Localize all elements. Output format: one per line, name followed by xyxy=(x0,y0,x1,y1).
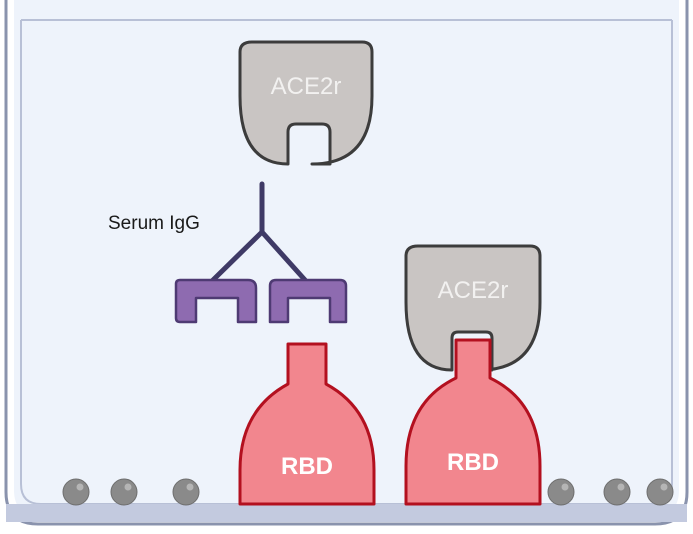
ace2r-shape-bound xyxy=(404,244,542,372)
bead-highlight xyxy=(124,483,132,491)
bead xyxy=(172,478,200,506)
well xyxy=(4,0,689,526)
igg-right-fab xyxy=(268,278,348,324)
bead xyxy=(547,478,575,506)
bead xyxy=(603,478,631,506)
bead-highlight xyxy=(186,483,194,491)
bead-highlight xyxy=(660,483,668,491)
rbd-label-right: RBD xyxy=(447,449,499,476)
rbd-shape-left xyxy=(238,342,376,506)
rbd-shape-right xyxy=(404,338,542,506)
bead xyxy=(110,478,138,506)
well-inner xyxy=(14,0,679,516)
rbd-left: RBD xyxy=(238,342,376,506)
bead xyxy=(62,478,90,506)
rbd-right: RBD xyxy=(404,338,542,506)
igg-left-arm xyxy=(210,229,265,283)
bead xyxy=(646,478,674,506)
igg-right-arm xyxy=(259,229,308,283)
serum-igg-antibody: Serum IgG xyxy=(108,181,348,324)
well-floor xyxy=(6,504,687,522)
beads xyxy=(62,478,674,506)
ace2r-shape-top xyxy=(238,40,374,166)
ace2r-receptor-top: ACE2r xyxy=(238,40,374,166)
bead-highlight xyxy=(76,483,84,491)
ace2r-label-bound: ACE2r xyxy=(438,277,509,304)
bead-highlight xyxy=(617,483,625,491)
bead-highlight xyxy=(561,483,569,491)
igg-left-fab xyxy=(174,278,258,324)
ace2r-label-top: ACE2r xyxy=(271,73,342,100)
rbd-label-left: RBD xyxy=(281,453,333,480)
ace2r-receptor-bound: ACE2r xyxy=(404,244,542,372)
serum-igg-label: Serum IgG xyxy=(108,213,200,234)
